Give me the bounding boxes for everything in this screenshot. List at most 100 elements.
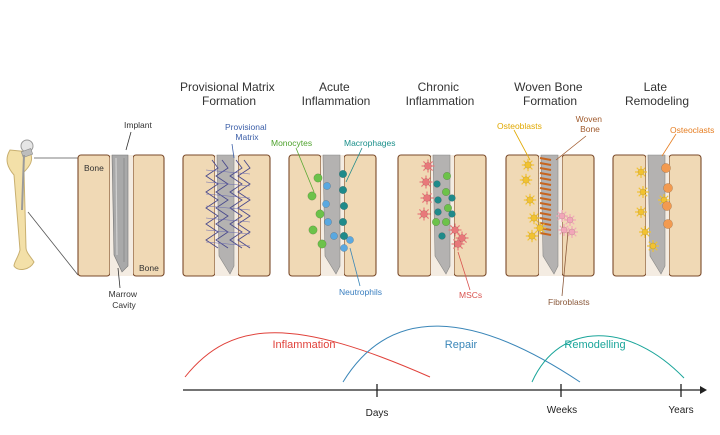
macrophage-cell [434,208,442,216]
stage-title-woven-bone: Woven Bone Formation [514,80,586,108]
osteoclasts-label: Osteoclasts [670,125,714,135]
osteoclast-cell [661,163,671,173]
fibroblast-cell [558,224,570,236]
anatomy-panel [77,131,165,289]
timeline-arrowhead [700,386,707,394]
fibroblast-cell [566,226,578,238]
macrophage-cell [339,231,349,241]
macrophage-cell [448,210,456,218]
monocyte-cell [307,191,317,201]
repair-label: Repair [445,339,478,351]
osteoblast-cell [635,206,647,218]
tick-label-days: Days [366,408,389,419]
fibroblast-cell [556,210,568,222]
macrophage-cell [338,169,348,179]
stage-title-chronic-inflammation: Chronic Inflammation [406,80,475,108]
osteoblasts-label: Osteoblasts [497,121,542,131]
osteoblast-cell [521,158,535,172]
osteoblast-cell [658,194,670,206]
implant [322,154,341,275]
repair-curve [342,325,581,383]
osteoblast-cell [637,186,649,198]
macrophage-cell [448,194,456,202]
macrophage-cell [438,232,446,240]
remodelling-curve [531,335,685,383]
macrophage-cell [339,201,349,211]
msc-cell [448,223,462,237]
osteoclast-cell [663,219,673,229]
osteoblast-cell [523,193,537,207]
bone-label-top: Bone [84,163,104,173]
osteoblast-cell [525,229,539,243]
monocyte-cell [441,187,451,197]
macrophage-cell [338,185,348,195]
remodelling-label: Remodelling [564,339,625,351]
osteoblast-cell [533,221,547,235]
osteoblast-cell [647,240,659,252]
osteoblast-cell [635,166,647,178]
neutrophil-cell [323,182,331,190]
implant [647,154,666,275]
timeline: Days Weeks Years Inflammation Repair Rem… [183,325,707,419]
msc-cell [455,231,469,245]
neutrophil-cell [340,244,348,252]
stage-cells [205,157,673,252]
neutrophil-cell [324,218,332,226]
tick-label-years: Years [668,405,693,416]
stage-panel-5 [612,154,702,277]
macrophage-cell [434,196,442,204]
provisional-matrix-label: Provisional Matrix [225,122,269,142]
stage-panel-2 [288,154,377,277]
msc-cell [421,159,435,173]
monocyte-cell [441,217,451,227]
stage-panel-3 [397,154,487,277]
bone-cortex-right [343,154,377,277]
zoom-line-bottom [27,211,79,276]
macrophages-label: Macrophages [344,138,396,148]
stage-title-late-remodeling: Late Remodeling [625,80,689,108]
osteoblast-cell [519,173,533,187]
monocytes-label: Monocytes [271,138,312,148]
marrow-label: Marrow Cavity [109,289,140,310]
monocyte-cell [313,173,323,183]
mscs-label: MSCs [459,290,482,300]
monocyte-cell [315,209,325,219]
bone-cortex-right [668,154,702,277]
femur-illustration [6,139,35,270]
bone-cortex-right [453,154,487,277]
fibroblast-cell [564,214,576,226]
provisional-matrix-mesh [205,159,251,249]
cell-pointers [231,129,677,297]
stage-title-provisional-matrix: Provisional Matrix Formation [180,80,278,108]
monocyte-cell [431,217,441,227]
osteoclast-cell [662,201,672,211]
msc-cell [419,175,433,189]
monocyte-cell [317,239,327,249]
osteoblast-cell [527,211,541,225]
neutrophil-cell [346,236,354,244]
neutrophil-cell [322,200,330,208]
macrophage-cell [433,180,441,188]
stage-titles: Provisional Matrix Formation Acute Infla… [180,80,689,108]
woven-bone-label: Woven Bone [576,114,605,134]
inflammation-curve [184,332,431,378]
fibroblasts-label: Fibroblasts [548,297,590,307]
inflammation-label: Inflammation [273,339,336,351]
neutrophil-cell [330,232,338,240]
stage-title-acute-inflammation: Acute Inflammation [302,80,371,108]
neutrophils-label: Neutrophils [339,287,382,297]
implant-label: Implant [124,120,153,130]
osteoclast-cell [663,183,673,193]
msc-cell [417,207,431,221]
bone-label-bottom: Bone [139,263,159,273]
stage-panels [182,154,702,277]
msc-cell [420,191,434,205]
monocyte-cell [443,203,453,213]
monocyte-cell [308,225,318,235]
osteoblast-cell [639,226,651,238]
macrophage-cell [338,217,348,227]
tick-label-weeks: Weeks [547,405,577,416]
monocyte-cell [442,171,452,181]
msc-cell [451,237,465,251]
